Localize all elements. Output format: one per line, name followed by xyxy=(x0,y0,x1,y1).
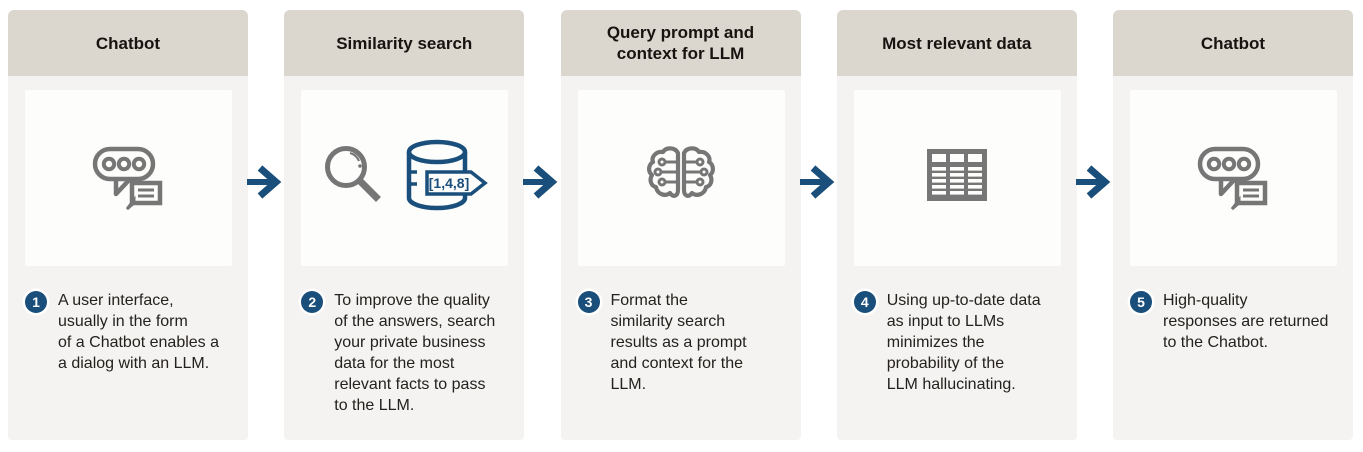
step-1-header: Chatbot xyxy=(8,10,248,76)
step-card-most-relevant-data: Most relevant data xyxy=(836,10,1077,440)
right-arrow-icon xyxy=(247,165,282,199)
step-2-header: Similarity search xyxy=(284,10,525,76)
step-3-icon-panel xyxy=(577,90,785,266)
step-5-icon-panel xyxy=(1130,90,1337,266)
step-5-title: Chatbot xyxy=(1200,33,1266,53)
magnifier-icon xyxy=(319,139,385,218)
chat-bubbles-icon xyxy=(1196,142,1272,215)
step-card-chatbot-2: Chatbot xyxy=(1113,10,1353,440)
chat-bubbles-icon xyxy=(91,142,167,215)
step-card-similarity-search: Similarity search xyxy=(284,10,525,440)
right-arrow-icon xyxy=(1075,165,1111,199)
data-table-icon xyxy=(924,145,990,212)
step-1-title: Chatbot xyxy=(95,33,161,53)
step-4-icon-panel xyxy=(853,90,1061,266)
flow-arrow-1 xyxy=(247,10,284,440)
vector-database-icon: [1,4,8] xyxy=(399,136,491,221)
step-4-header: Most relevant data xyxy=(836,10,1077,76)
step-2-icon-panel: [1,4,8] xyxy=(301,90,509,266)
step-3-number-badge: 3 xyxy=(577,291,600,313)
step-3-title: Query prompt and context for LLM xyxy=(606,23,755,63)
step-3-header: Query prompt and context for LLM xyxy=(560,10,801,76)
flow-arrow-2 xyxy=(523,10,560,440)
step-4-title: Most relevant data xyxy=(882,33,1032,53)
step-2-number-badge: 2 xyxy=(301,291,324,313)
step-2-title: Similarity search xyxy=(336,33,473,53)
step-card-chatbot-1: Chatbot xyxy=(8,10,248,440)
step-1-icon-panel xyxy=(25,90,232,266)
vector-tag-label: [1,4,8] xyxy=(429,175,469,191)
right-arrow-icon xyxy=(799,165,834,199)
flow-arrow-4 xyxy=(1075,10,1113,440)
right-arrow-icon xyxy=(523,165,558,199)
step-4-number-badge: 4 xyxy=(853,291,876,313)
step-card-query-prompt: Query prompt and context for LLM xyxy=(560,10,801,440)
step-1-number-badge: 1 xyxy=(25,291,47,313)
flow-arrow-3 xyxy=(799,10,837,440)
step-5-header: Chatbot xyxy=(1113,10,1353,76)
step-5-number-badge: 5 xyxy=(1130,291,1152,313)
brain-circuit-icon xyxy=(643,143,719,214)
